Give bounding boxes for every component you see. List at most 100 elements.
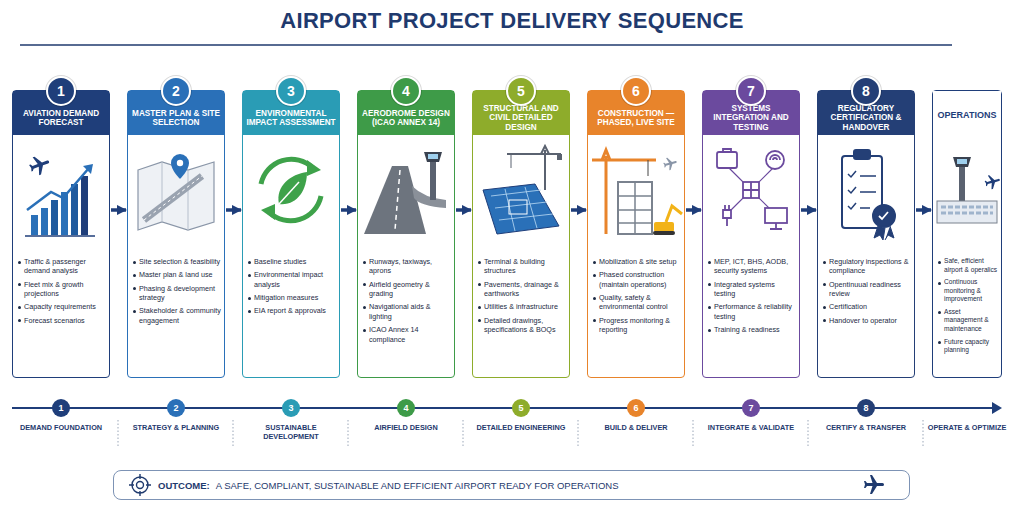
step-number: 6 (621, 76, 651, 106)
bullet-list: Terminal & building structuresPavements,… (476, 257, 566, 339)
bullet-item: Airfield geometry & grading (361, 280, 451, 299)
timeline-segment (71, 407, 166, 409)
stage-card: OPERATIONSSafe, efficient airport & oper… (932, 90, 1002, 378)
bullet-item: Handover to operator (821, 316, 911, 325)
target-icon (129, 474, 151, 496)
demand-icon (25, 153, 95, 236)
timeline-circle: 7INTEGRATE & VALIDATE (742, 399, 760, 417)
bullet-item: Runways, taxiways, aprons (361, 257, 451, 276)
stage-header: OPERATIONS (933, 91, 1001, 135)
bullet-item: Quality, safety & environmental control (591, 293, 681, 312)
flow-arrow (111, 208, 126, 212)
step-number: 2 (173, 403, 178, 413)
plane-icon (864, 475, 884, 494)
step-number: 7 (748, 403, 753, 413)
flow-arrow (226, 208, 241, 212)
bullet-list: Runways, taxiways, apronsAirfield geomet… (361, 257, 451, 348)
phase-label: STRATEGY & PLANNING (126, 423, 226, 432)
flow-arrow (456, 208, 471, 212)
phase-label: DETAILED ENGINEERING (471, 423, 571, 432)
bullet-item: Regulatory inspections & compliance (821, 257, 911, 276)
bullet-item: Mobilization & site setup (591, 257, 681, 266)
phase-label: INTEGRATE & VALIDATE (701, 423, 801, 432)
bullet-item: Certification (821, 302, 911, 311)
phase-label: AIRFIELD DESIGN (356, 423, 456, 432)
outcome-label: OUTCOME: (158, 480, 210, 491)
bullet-item: Detailed drawings, specifications & BOQs (476, 316, 566, 335)
stage-card: 2MASTER PLAN & SITE SELECTIONSite select… (127, 90, 225, 378)
bullet-item: Future capacity planning (936, 338, 998, 355)
bullet-list: MEP, ICT, BHS, AODB, security systemsInt… (706, 257, 796, 339)
timeline-line (12, 407, 993, 409)
bullet-item: Performance & reliability testing (706, 302, 796, 321)
stage-card: 7SYSTEMS INTEGRATION AND TESTINGMEP, ICT… (702, 90, 800, 378)
stage-card: 4AERODROME DESIGN (ICAO ANNEX 14)Runways… (357, 90, 455, 378)
clipboard-icon (842, 150, 895, 240)
step-number: 8 (863, 403, 868, 413)
timeline-segment (186, 407, 281, 409)
timeline-arrowhead (992, 402, 1002, 414)
flow-arrow (686, 208, 701, 212)
timeline-circle: 2STRATEGY & PLANNING (167, 399, 185, 417)
bullet-item: Integrated systems testing (706, 280, 796, 299)
operations-icon (937, 157, 1002, 223)
flow-arrow (341, 208, 356, 212)
phase-label: BUILD & DELIVER (586, 423, 686, 432)
timeline-circle: 1DEMAND FOUNDATION (52, 399, 70, 417)
step-number: 6 (633, 403, 638, 413)
step-number: 7 (736, 76, 766, 106)
timeline-segment (646, 407, 741, 409)
stage-card: 6CONSTRUCTION — PHASED, LIVE SITEMobiliz… (587, 90, 685, 378)
bullet-list: Mobilization & site setupPhased construc… (591, 257, 681, 339)
bullet-item: Forecast scenarios (16, 316, 106, 325)
outcome-box: OUTCOME: A SAFE, COMPLIANT, SUSTAINABLE A… (113, 470, 910, 500)
step-number: 4 (403, 403, 408, 413)
bullet-item: Navigational aids & lighting (361, 302, 451, 321)
outcome-text: A SAFE, COMPLIANT, SUSTAINABLE AND EFFIC… (216, 480, 619, 491)
timeline-circle: 4AIRFIELD DESIGN (397, 399, 415, 417)
bullet-item: Asset management & maintenance (936, 308, 998, 334)
step-number: 3 (288, 403, 293, 413)
stage-card: 3ENVIRONMENTAL IMPACT ASSESSMENTBaseline… (242, 90, 340, 378)
systems-icon (717, 149, 787, 229)
timeline-segment (531, 407, 626, 409)
bullet-item: Opentinuual readiness review (821, 280, 911, 299)
map-icon (138, 154, 214, 230)
bullet-item: Progress monitoring & reporting (591, 316, 681, 335)
bullet-item: Traffic & passenger demand analysis (16, 257, 106, 276)
construction-icon (592, 150, 682, 235)
timeline-circle: 3SUSTAINABLE DEVELOPMENT (282, 399, 300, 417)
bullet-item: Continuous monitoring & improvement (936, 278, 998, 304)
flow-arrow (801, 208, 816, 212)
phase-label: OPERATE & OPTIMIZE (917, 423, 1017, 432)
bullet-list: Traffic & passenger demand analysisFleet… (16, 257, 106, 329)
blueprint-icon (483, 146, 562, 234)
bullet-item: EIA report & approvals (246, 306, 336, 315)
bullet-item: Terminal & building structures (476, 257, 566, 276)
stage-card: 5STRUCTURAL AND CIVIL DETAILED DESIGNTer… (472, 90, 570, 378)
bullet-item: Site selection & feasibility (131, 257, 221, 266)
timeline-circle: 5DETAILED ENGINEERING (512, 399, 530, 417)
step-number: 3 (276, 76, 306, 106)
bullet-item: Capacity requirements (16, 302, 106, 311)
bullet-item: Phasing & development strategy (131, 284, 221, 303)
step-number: 1 (46, 76, 76, 106)
timeline-circle: 8CERTIFY & TRANSFER (857, 399, 875, 417)
bullet-item: Environmental impact analysis (246, 270, 336, 289)
timeline-separators (118, 420, 923, 448)
bullet-item: Training & readiness (706, 325, 796, 334)
runway-icon (364, 152, 446, 234)
step-number: 2 (161, 76, 191, 106)
title-rule (20, 44, 952, 46)
timeline-segment (416, 407, 511, 409)
stage-card: 1AVIATION DEMAND FORECASTTraffic & passe… (12, 90, 110, 378)
stage-card: 8REGULATORY CERTIFICATION & HANDOVERRegu… (817, 90, 915, 378)
bullet-item: MEP, ICT, BHS, AODB, security systems (706, 257, 796, 276)
flow-arrow (916, 208, 931, 212)
step-number: 8 (851, 76, 881, 106)
bullet-item: Phased construction (maintain operations… (591, 270, 681, 289)
timeline-segment (761, 407, 856, 409)
bullet-item: Fleet mix & growth projections (16, 280, 106, 299)
phase-label: CERTIFY & TRANSFER (816, 423, 916, 432)
diagram-title: AIRPORT PROJECT DELIVERY SEQUENCE (0, 8, 1024, 34)
